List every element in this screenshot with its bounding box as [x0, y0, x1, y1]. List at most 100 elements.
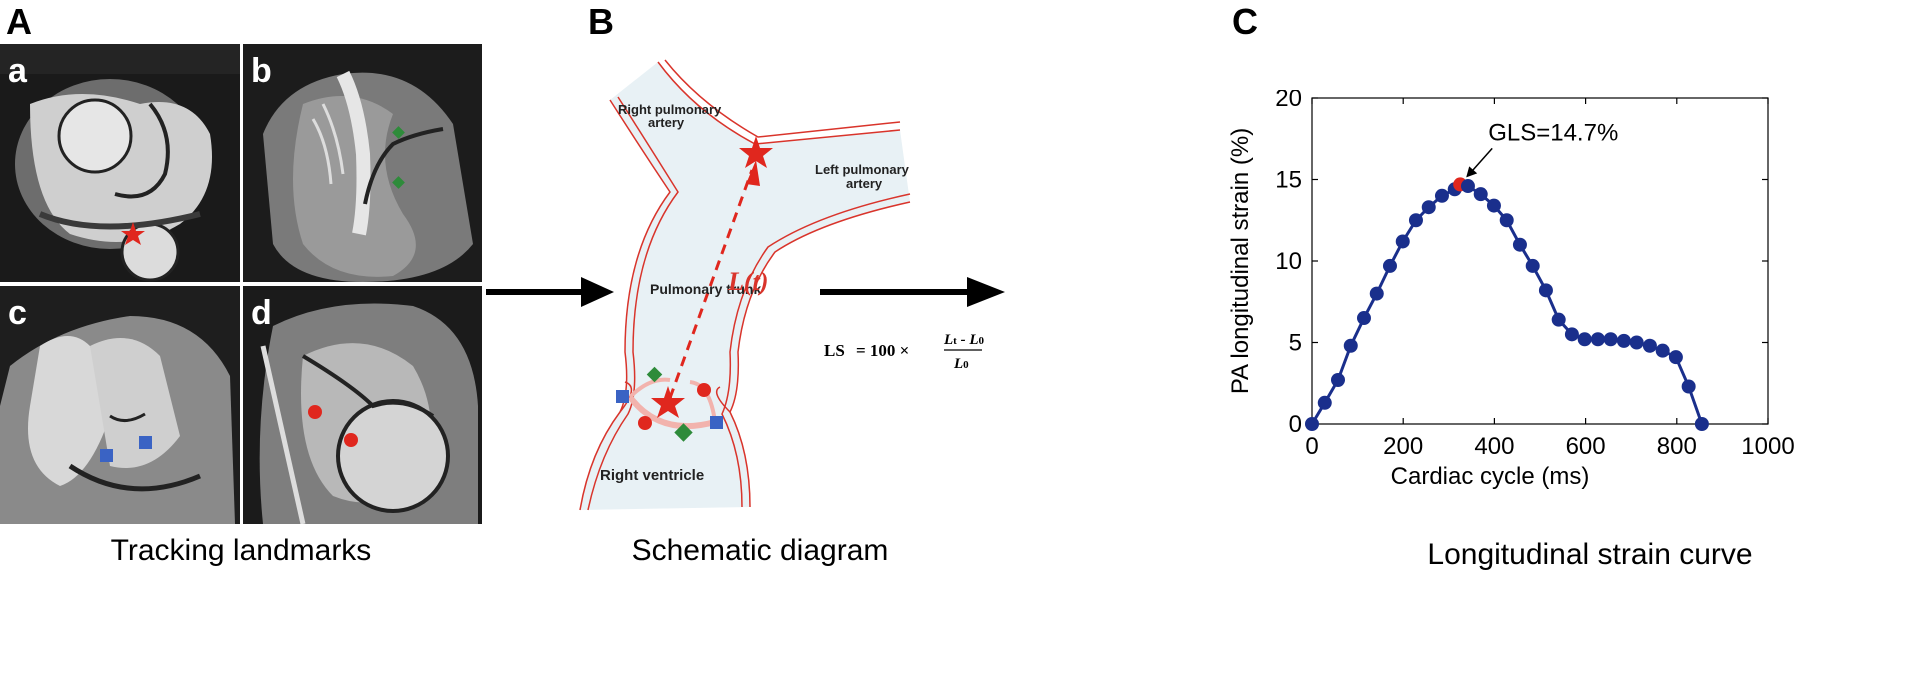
data-point — [1486, 198, 1501, 213]
data-point — [1473, 187, 1488, 202]
panel-b-letter: B — [588, 1, 614, 42]
x-tick-label: 800 — [1657, 433, 1697, 460]
circle-marker — [344, 433, 358, 447]
data-point — [1668, 350, 1683, 365]
circle-marker — [697, 383, 711, 397]
data-point — [1408, 213, 1423, 228]
formula-den: L — [953, 356, 963, 372]
length-line — [668, 169, 754, 399]
data-point — [1629, 335, 1644, 350]
annotation-arrowhead — [1466, 166, 1478, 178]
data-point — [1681, 379, 1696, 394]
formula-num: L — [943, 332, 953, 348]
x-tick-label: 200 — [1383, 433, 1423, 460]
y-tick-label: 0 — [1289, 411, 1302, 438]
formula-num2-sub: 0 — [979, 335, 984, 347]
panel-a-caption: Tracking landmarks — [110, 534, 372, 567]
data-point — [1395, 234, 1410, 249]
data-point — [1642, 338, 1657, 353]
y-axis-label: PA longitudinal strain (%) — [1230, 128, 1254, 394]
subpanel-c-label: c — [8, 294, 27, 332]
data-point — [1538, 283, 1553, 298]
label-left-pa-1: Left pulmonary — [815, 162, 910, 177]
arrow-b-to-c — [820, 277, 1005, 307]
svg-text:Lt - L0: Lt - L0 — [943, 332, 984, 348]
formula-num-sub: t — [953, 335, 957, 347]
diamond-marker — [392, 176, 405, 189]
data-point — [1421, 200, 1436, 215]
formula-num2: L — [968, 332, 978, 348]
circle-marker — [638, 416, 652, 430]
x-tick-label: 600 — [1566, 433, 1606, 460]
y-tick-label: 20 — [1275, 90, 1302, 112]
subpanel-a-label: a — [8, 52, 27, 90]
data-point — [1590, 332, 1605, 347]
data-point — [1499, 213, 1514, 228]
square-marker — [616, 390, 629, 403]
x-tick-label: 400 — [1474, 433, 1514, 460]
plot-frame — [1311, 97, 1769, 425]
panel-c-letter: C — [1232, 1, 1258, 42]
valve-ring — [627, 395, 716, 430]
data-point — [1512, 237, 1527, 252]
diamond-marker — [674, 423, 693, 442]
gls-annotation: GLS=14.7% — [1488, 119, 1618, 146]
y-tick-label: 15 — [1275, 167, 1302, 194]
label-left-pa-2: artery — [846, 176, 883, 191]
svg-text:L0: L0 — [953, 356, 969, 372]
square-marker — [710, 416, 723, 429]
data-point — [1525, 258, 1540, 273]
strain-formula: LS = 100 × Lt - L0 L0 — [824, 332, 984, 372]
mri-grid: a b c d — [0, 44, 482, 524]
data-point — [1694, 417, 1709, 431]
data-point — [1616, 333, 1631, 348]
panel-a-letter: A — [6, 1, 32, 42]
data-point — [1330, 372, 1345, 387]
data-point — [1577, 332, 1592, 347]
label-trunk: Pulmonary trunk — [650, 281, 761, 297]
data-point — [1317, 395, 1332, 410]
data-point — [1343, 338, 1358, 353]
data-point — [1369, 286, 1384, 301]
data-point — [1382, 258, 1397, 273]
x-tick-label: 1000 — [1741, 433, 1794, 460]
formula-eq: = 100 × — [856, 341, 909, 360]
y-tick-label: 10 — [1275, 248, 1302, 275]
square-marker — [139, 436, 152, 449]
square-marker — [100, 449, 113, 462]
data-point — [1564, 327, 1579, 342]
formula-den-sub: 0 — [963, 359, 969, 371]
mri-image-a — [0, 44, 240, 282]
x-axis-label: Cardiac cycle (ms) — [1391, 463, 1590, 490]
arrow-a-to-b — [486, 277, 614, 307]
star-marker-bottom — [651, 386, 685, 418]
data-point — [1356, 311, 1371, 326]
diamond-marker — [392, 126, 405, 139]
label-right-pa-2: artery — [648, 115, 685, 130]
subpanel-b-label: b — [251, 52, 272, 90]
data-point — [1434, 188, 1449, 203]
strain-chart: 0 200 400 600 800 1000 0 5 10 15 20 PA longitudina… — [1230, 90, 1795, 490]
formula-lhs: LS — [824, 341, 845, 360]
data-point — [1603, 332, 1618, 347]
circle-marker — [308, 405, 322, 419]
data-point — [1551, 312, 1566, 327]
mri-image-d — [243, 286, 482, 524]
label-length: L(t) — [727, 267, 768, 296]
star-marker — [121, 222, 145, 245]
vessel-schematic: Right pulmonary artery Left pulmonary ar… — [579, 59, 911, 511]
panel-c-caption: Longitudinal strain curve — [1427, 538, 1753, 571]
formula-minus: - — [957, 332, 970, 348]
data-point — [1655, 343, 1670, 358]
star-marker-top — [739, 136, 773, 168]
label-right-pa-1: Right pulmonary — [618, 102, 722, 117]
x-tick-label: 0 — [1305, 433, 1318, 460]
label-rv: Right ventricle — [600, 467, 704, 484]
mri-image-c — [0, 286, 240, 524]
data-point — [1460, 179, 1475, 194]
subpanel-d-label: d — [251, 294, 272, 332]
mri-image-b — [243, 44, 482, 282]
panel-b-caption: Schematic diagram — [631, 534, 889, 567]
data-point — [1305, 417, 1319, 431]
y-tick-label: 5 — [1289, 330, 1302, 357]
